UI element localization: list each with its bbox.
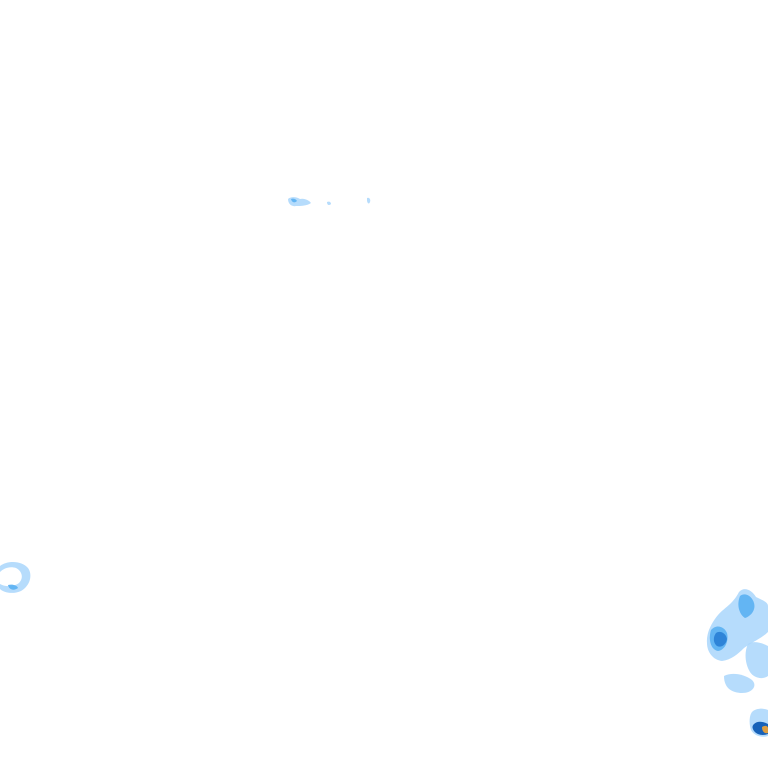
echo-cluster-southeast [706, 589, 768, 737]
echo-cell [288, 197, 311, 207]
echo-cluster-north [288, 197, 371, 207]
echo-core [762, 725, 768, 734]
echo-cell [0, 562, 31, 593]
echo-cell [291, 198, 297, 203]
echo-cell [367, 197, 371, 204]
echo-cell [713, 631, 727, 647]
echo-cell [738, 594, 755, 618]
echo-cell [724, 673, 755, 693]
echo-cell [8, 584, 18, 590]
echo-cell [327, 201, 331, 206]
echo-cluster-west [0, 562, 31, 593]
echo-cell [745, 642, 768, 679]
